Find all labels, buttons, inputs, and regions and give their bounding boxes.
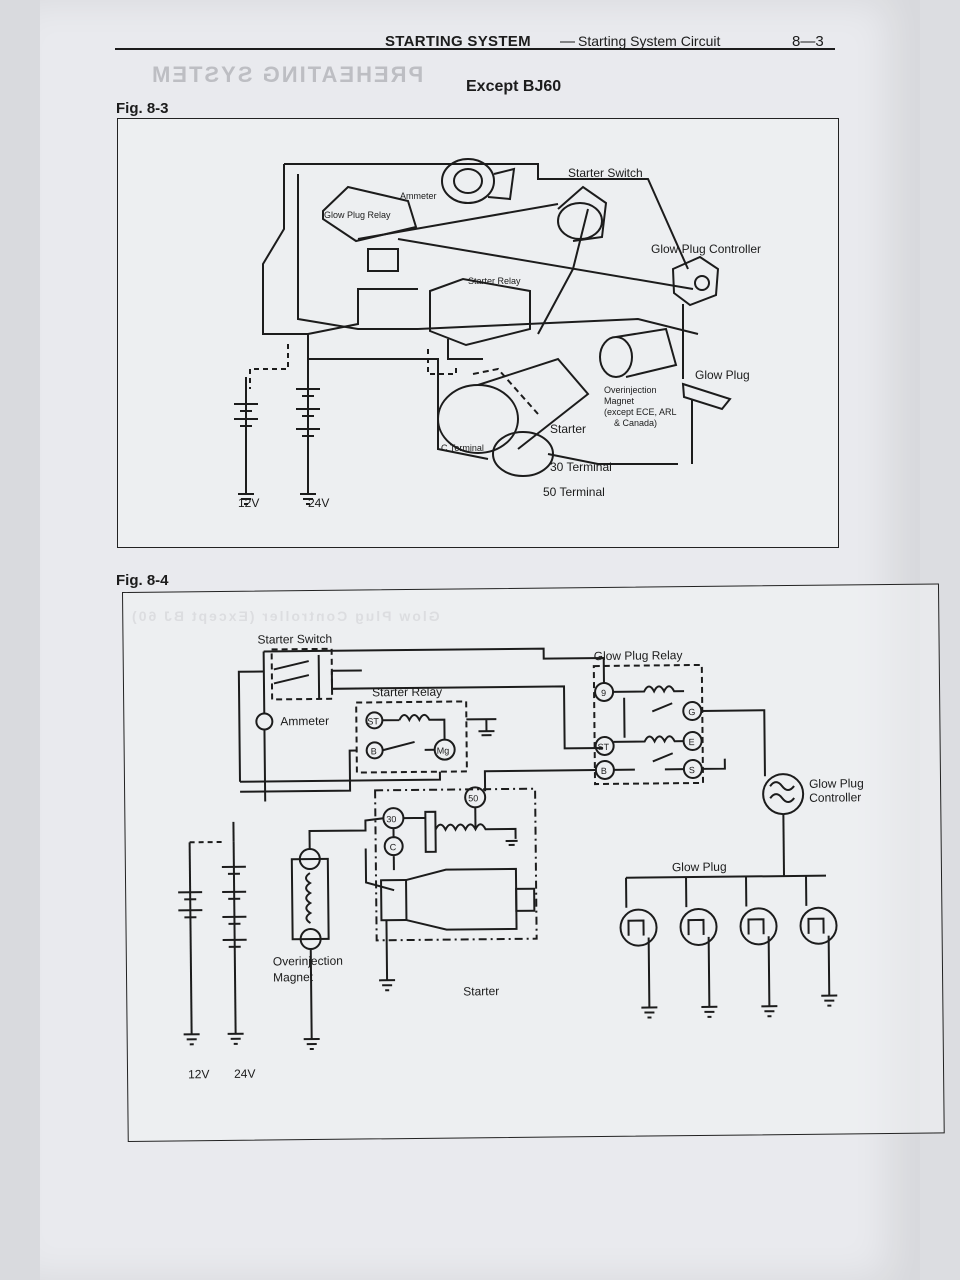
- label-glow-plug-controller: Glow Plug Controller: [651, 242, 761, 256]
- glow-plug-controller-symbol: [762, 773, 805, 816]
- glow-plug-1-symbol: [619, 908, 658, 947]
- ammeter-symbol: [255, 712, 274, 731]
- terminal-b-glow: B: [601, 766, 607, 776]
- header-dash: —: [560, 33, 575, 50]
- overinjection-magnet-icon: [599, 336, 633, 378]
- page-number: 8—3: [792, 33, 824, 50]
- header-rule: [115, 48, 835, 50]
- terminal-c: C: [390, 842, 397, 852]
- label-24v: 24V: [234, 1067, 256, 1081]
- terminal-9: 9: [601, 688, 606, 698]
- starter-switch-box: [270, 647, 334, 701]
- terminal-s: S: [689, 765, 695, 775]
- label-glow-plug: Glow Plug: [672, 860, 727, 875]
- label-overinjection-4: & Canada): [614, 418, 657, 428]
- label-24v: 24V: [308, 496, 329, 510]
- glow-plug-icon: [681, 382, 732, 411]
- terminal-e: E: [689, 737, 695, 747]
- label-starter: Starter: [550, 422, 586, 436]
- fig-8-4-label: Fig. 8-4: [116, 572, 169, 589]
- label-glow-plug: Glow Plug: [695, 368, 750, 382]
- label-ammeter: Ammeter: [280, 714, 329, 729]
- starter-box: [374, 787, 538, 942]
- glow-plug-4-symbol: [799, 906, 838, 945]
- figure-subtitle: Except BJ60: [466, 78, 562, 95]
- fig-8-3-frame: Ammeter Glow Plug Relay Starter Switch G…: [117, 118, 839, 548]
- glow-plug-relay-box: [592, 663, 705, 786]
- starter-relay-box: [355, 700, 468, 774]
- terminal-st-glow: ST: [598, 742, 610, 752]
- label-c-terminal: C Terminal: [441, 443, 484, 453]
- label-glow-plug-relay: Glow Plug Relay: [594, 648, 683, 663]
- label-50-terminal: 50 Terminal: [543, 485, 605, 499]
- label-glow-plug-controller-2: Controller: [809, 790, 861, 805]
- label-starter-switch: Starter Switch: [568, 166, 643, 180]
- terminal-50: 50: [468, 793, 478, 803]
- glow-plug-relay-icon: [322, 185, 418, 243]
- label-ammeter: Ammeter: [400, 191, 437, 201]
- label-overinjection-2: Magnet: [273, 970, 314, 984]
- label-overinjection-3: (except ECE, ARL: [604, 407, 677, 417]
- terminal-b-relay: B: [371, 746, 377, 756]
- fig-8-3-label: Fig. 8-3: [116, 100, 169, 117]
- starter-switch-icon: [557, 202, 603, 240]
- bleed-through-text: PREHEATING SYSTEM: [150, 62, 424, 87]
- label-glow-plug-relay: Glow Plug Relay: [324, 210, 391, 220]
- pictorial-wiring-diagram: Ammeter Glow Plug Relay Starter Switch G…: [234, 158, 761, 510]
- starter-relay-icon: [429, 277, 531, 347]
- label-glow-plug-controller-1: Glow Plug: [809, 776, 864, 791]
- label-starter-switch: Starter Switch: [257, 632, 332, 647]
- label-30-terminal: 30 Terminal: [550, 460, 612, 474]
- label-starter-relay: Starter Relay: [372, 685, 442, 700]
- glow-plug-3-symbol: [739, 907, 778, 946]
- label-overinjection-1: Overinjection: [273, 954, 343, 969]
- label-overinjection-2: Magnet: [604, 396, 635, 406]
- page-left-edge: [0, 0, 40, 1280]
- ammeter-icon: [441, 158, 495, 204]
- schematic-wiring-diagram: Starter Switch Glow Plug Relay Starter R…: [178, 632, 864, 1081]
- section-title: STARTING SYSTEM: [385, 33, 531, 50]
- label-starter: Starter: [463, 984, 499, 998]
- label-overinjection-1: Overinjection: [604, 385, 657, 395]
- terminal-30: 30: [386, 814, 396, 824]
- terminal-g: G: [688, 707, 695, 717]
- fig-8-4-frame: Starter Switch Glow Plug Relay Starter R…: [122, 583, 945, 1142]
- glow-plug-controller-icon: [671, 255, 720, 307]
- label-12v: 12V: [238, 496, 259, 510]
- label-starter-relay: Starter Relay: [468, 276, 521, 286]
- glow-plug-2-symbol: [679, 907, 718, 946]
- overinjection-magnet-symbol: [290, 857, 330, 941]
- terminal-mg: Mg: [437, 746, 450, 756]
- terminal-st-relay: ST: [367, 716, 379, 726]
- label-12v: 12V: [188, 1067, 210, 1081]
- section-subtitle: Starting System Circuit: [578, 33, 721, 49]
